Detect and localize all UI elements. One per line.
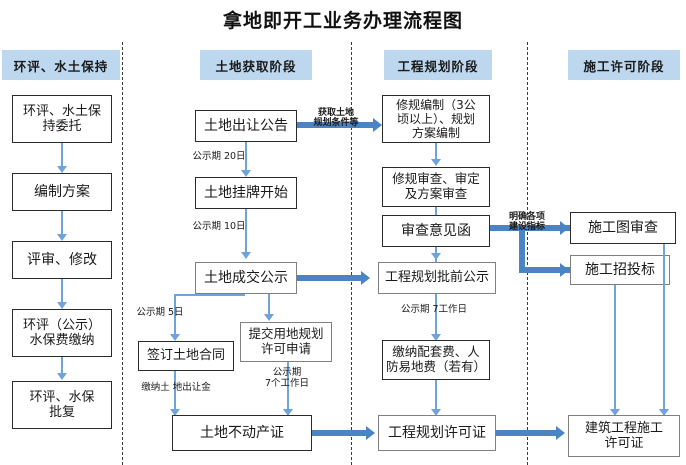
edge-plancompile-planreview: [435, 143, 437, 161]
edge-label-contract-certificate: 缴纳土 地出让金: [141, 382, 211, 393]
node-land-contract[interactable]: 签订土地合同: [138, 341, 234, 371]
node-env-approval[interactable]: 环评、水保 批复: [12, 381, 112, 429]
arrow-contract-certificate: [170, 409, 180, 416]
node-plan-permit[interactable]: 工程规划许可证: [378, 415, 496, 451]
lane-divider-1: [122, 42, 123, 465]
arrow-env-draft-review: [57, 234, 67, 241]
arrow-planopinion-prepublic: [431, 253, 441, 260]
edge-label-prepublic-fees: 公示期 7工作日: [400, 304, 468, 315]
edge-listing-deal: [245, 209, 247, 254]
edge-env-entrust-draft: [61, 143, 63, 168]
arrow-env-review-fee: [57, 302, 67, 309]
edge-useapply-certificate: [287, 362, 289, 411]
arrow-plancompile-planreview: [431, 159, 441, 166]
node-plan-fees[interactable]: 缴纳配套费、人 防易地费（若有）: [382, 340, 490, 380]
arrow-landcert-planpermit: [366, 426, 375, 440]
node-land-certificate[interactable]: 土地不动产证: [172, 415, 312, 451]
edge-deal-useapply: [268, 294, 270, 316]
lane-divider-3: [527, 42, 528, 465]
arrow-dealnotice-prepublic: [361, 271, 370, 285]
node-plan-compile[interactable]: 修规编制（3公 顷以上）、规划 方案编制: [382, 95, 490, 143]
node-land-deal-notice[interactable]: 土地成交公示: [195, 262, 297, 294]
arrow-deal-useapply: [264, 314, 274, 321]
arrow-notice-listing: [241, 170, 251, 177]
node-plan-opinion[interactable]: 审查意见函: [382, 215, 490, 247]
arrow-env-entrust-draft: [57, 166, 67, 173]
node-plan-review[interactable]: 修规审查、审定 及方案审查: [382, 167, 490, 207]
edge-deal-contract: [174, 294, 176, 336]
edge-fees-planpermit: [435, 380, 437, 411]
edge-landcert-planpermit: [312, 430, 366, 436]
arrow-planpermit-final: [556, 426, 565, 440]
node-land-notice[interactable]: 土地出让公告: [195, 110, 297, 142]
arrow-landnotice-plancompile: [373, 118, 382, 132]
node-env-draft[interactable]: 编制方案: [12, 173, 112, 211]
edge-notice-listing: [245, 142, 247, 172]
edge-label-listing-deal: 公示期 10日: [192, 221, 246, 232]
node-plan-prepublic[interactable]: 工程规划批前公示: [378, 262, 496, 294]
edge-planpermit-final: [496, 430, 558, 436]
page-title: 拿地即开工业务办理流程图: [222, 10, 463, 32]
edge-bidding-final: [614, 285, 616, 411]
edge-dealnotice-prepublic: [297, 275, 361, 281]
phase-header-planning: 工程规划阶段: [384, 50, 492, 80]
node-env-entrust[interactable]: 环评、水土保 持委托: [12, 95, 112, 143]
arrow-listing-deal: [241, 252, 251, 259]
edge-env-draft-review: [61, 211, 63, 236]
arrow-branch-bidding: [560, 263, 569, 277]
phase-header-permit: 施工许可阶段: [568, 50, 680, 80]
edge-opinion-branch-down: [519, 225, 525, 273]
node-land-listing[interactable]: 土地挂牌开始: [195, 177, 297, 209]
edge-deal-contract-h: [174, 294, 245, 296]
edge-contract-certificate: [174, 371, 176, 411]
edge-label-deal-contract: 公示期 5日: [136, 307, 184, 318]
arrow-fees-planpermit: [431, 409, 441, 416]
lane-divider-2: [351, 42, 352, 465]
node-env-review[interactable]: 评审、修改: [12, 241, 112, 279]
node-permit-bidding[interactable]: 施工招投标: [570, 255, 670, 285]
arrow-useapply-certificate: [283, 409, 293, 416]
edge-label-useapply-certificate: 公示期 7个工作日: [264, 367, 310, 389]
arrow-deal-contract: [170, 334, 180, 341]
edge-drawing-final: [663, 244, 665, 411]
arrow-prepublic-fees: [431, 334, 441, 341]
node-permit-drawing[interactable]: 施工图审查: [570, 212, 676, 244]
edge-prepublic-fees: [435, 294, 437, 336]
arrow-drawing-final: [659, 409, 669, 416]
edge-label-land-to-plan: 获取土地 规划条件等: [313, 108, 359, 129]
edge-branch-bidding: [519, 267, 570, 273]
edge-env-review-fee: [61, 279, 63, 304]
edge-label-opinion-permitcol: 明确各项 建设指标: [508, 212, 545, 233]
phase-header-env: 环评、水土保持: [2, 50, 120, 80]
node-env-publicity-fee[interactable]: 环评（公示） 水保费缴纳: [12, 309, 112, 357]
edge-label-notice-listing: 公示期 20日: [192, 151, 246, 162]
arrow-bidding-final: [610, 409, 620, 416]
arrow-opinion-drawing: [560, 221, 569, 235]
edge-landnotice-plancompile: [297, 122, 373, 128]
node-land-use-apply[interactable]: 提交用地规划 许可申请: [240, 322, 332, 362]
edge-opinion-drawing: [490, 225, 570, 231]
edge-env-fee-approval: [61, 357, 63, 375]
node-permit-final[interactable]: 建筑工程施工 许可证: [568, 415, 680, 457]
arrow-env-fee-approval: [57, 373, 67, 380]
phase-header-land: 土地获取阶段: [200, 50, 312, 80]
